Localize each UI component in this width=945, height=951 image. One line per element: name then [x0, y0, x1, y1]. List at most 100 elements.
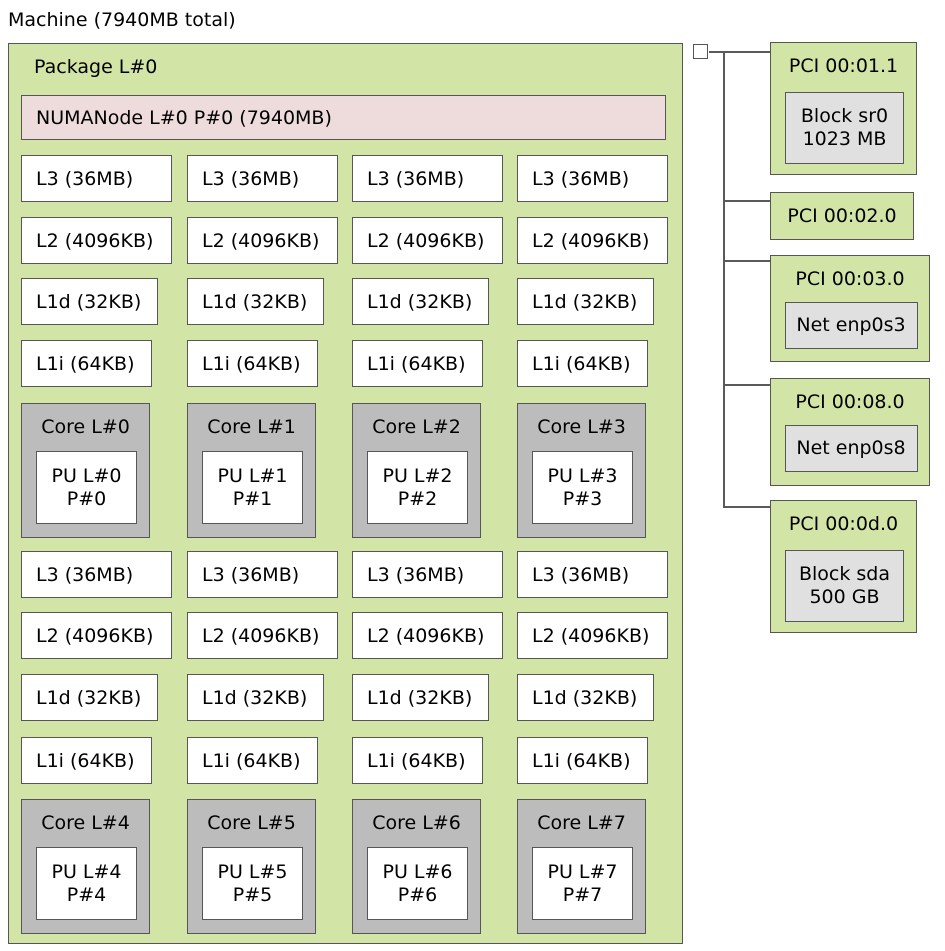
cache-box-l2: L2 (4096KB) [21, 612, 172, 659]
block-device-label: 500 GB [809, 586, 880, 608]
pu-logical-label: PU L#7 [547, 860, 618, 883]
hostbridge-connector [693, 44, 708, 59]
pci-label: PCI 00:03.0 [795, 268, 905, 290]
core-label: Core L#0 [41, 416, 130, 438]
cache-box-l1d: L1d (32KB) [352, 674, 489, 721]
block-device-label: Block sr0 [800, 105, 889, 127]
package-box: Package L#0 NUMANode L#0 P#0 (7940MB) L3… [8, 43, 683, 944]
connector-line [723, 51, 725, 508]
connector-line [723, 51, 770, 53]
block-device-label: 1023 MB [802, 128, 887, 150]
cache-box-l1i: L1i (64KB) [187, 340, 318, 387]
pu-logical-label: PU L#5 [217, 860, 288, 883]
cache-box-l2: L2 (4096KB) [187, 612, 338, 659]
pu-logical-label: PU L#6 [382, 860, 453, 883]
cache-box-l1d: L1d (32KB) [517, 278, 654, 325]
core-label: Core L#4 [41, 812, 130, 834]
core-label: Core L#5 [207, 812, 296, 834]
block-device-label: Block sda [798, 563, 891, 585]
net-device-box: Net enp0s3 [784, 302, 918, 349]
cache-box-l1d: L1d (32KB) [187, 278, 324, 325]
cache-box-l1d: L1d (32KB) [517, 674, 654, 721]
pu-physical-label: P#1 [232, 487, 273, 510]
cache-box-l1d: L1d (32KB) [187, 674, 324, 721]
connector-line [709, 51, 723, 53]
pu-logical-label: PU L#0 [51, 464, 122, 487]
cache-box-l3: L3 (36MB) [352, 551, 503, 598]
numanode-label: NUMANode L#0 P#0 (7940MB) [36, 106, 332, 129]
cache-box-l1i: L1i (64KB) [352, 340, 483, 387]
connector-line [723, 384, 770, 386]
pci-label: PCI 00:02.0 [787, 205, 897, 227]
core-label: Core L#1 [207, 416, 296, 438]
package-label: Package L#0 [34, 56, 158, 78]
pu-logical-label: PU L#2 [382, 464, 453, 487]
core-label: Core L#2 [372, 416, 461, 438]
cache-box-l1d: L1d (32KB) [352, 278, 489, 325]
pu-physical-label: P#3 [562, 487, 603, 510]
cache-box-l2: L2 (4096KB) [517, 217, 668, 264]
pci-label: PCI 00:08.0 [795, 391, 905, 413]
net-device-label: Net enp0s3 [796, 314, 906, 336]
numanode-box: NUMANode L#0 P#0 (7940MB) [21, 95, 666, 140]
cache-box-l1i: L1i (64KB) [517, 737, 648, 784]
pu-physical-label: P#0 [66, 487, 107, 510]
pci-box: PCI 00:02.0 [770, 192, 914, 240]
connector-line [723, 260, 770, 262]
cache-box-l3: L3 (36MB) [517, 155, 668, 202]
net-device-label: Net enp0s8 [796, 437, 906, 459]
cache-box-l2: L2 (4096KB) [187, 217, 338, 264]
pu-physical-label: P#6 [397, 883, 438, 906]
pu-logical-label: PU L#3 [547, 464, 618, 487]
cache-box-l3: L3 (36MB) [21, 551, 172, 598]
core-label: Core L#3 [537, 416, 626, 438]
connector-line [723, 506, 770, 508]
pu-physical-label: P#5 [232, 883, 273, 906]
cache-box-l1i: L1i (64KB) [21, 340, 152, 387]
cache-box-l2: L2 (4096KB) [21, 217, 172, 264]
core-label: Core L#6 [372, 812, 461, 834]
pu-logical-label: PU L#4 [51, 860, 122, 883]
net-device-box: Net enp0s8 [784, 425, 918, 472]
cache-box-l3: L3 (36MB) [21, 155, 172, 202]
cache-box-l1d: L1d (32KB) [21, 278, 158, 325]
cache-box-l2: L2 (4096KB) [352, 612, 503, 659]
cache-box-l3: L3 (36MB) [187, 155, 338, 202]
cache-box-l2: L2 (4096KB) [517, 612, 668, 659]
core-label: Core L#7 [537, 812, 626, 834]
pu-physical-label: P#7 [562, 883, 603, 906]
cache-box-l3: L3 (36MB) [187, 551, 338, 598]
connector-line [723, 200, 770, 202]
cache-box-l3: L3 (36MB) [517, 551, 668, 598]
pu-physical-label: P#4 [66, 883, 107, 906]
cache-box-l2: L2 (4096KB) [352, 217, 503, 264]
pci-label: PCI 00:01.1 [788, 55, 899, 77]
cache-box-l1i: L1i (64KB) [517, 340, 648, 387]
cache-box-l3: L3 (36MB) [352, 155, 503, 202]
cache-box-l1i: L1i (64KB) [352, 737, 483, 784]
cache-box-l1d: L1d (32KB) [21, 674, 158, 721]
